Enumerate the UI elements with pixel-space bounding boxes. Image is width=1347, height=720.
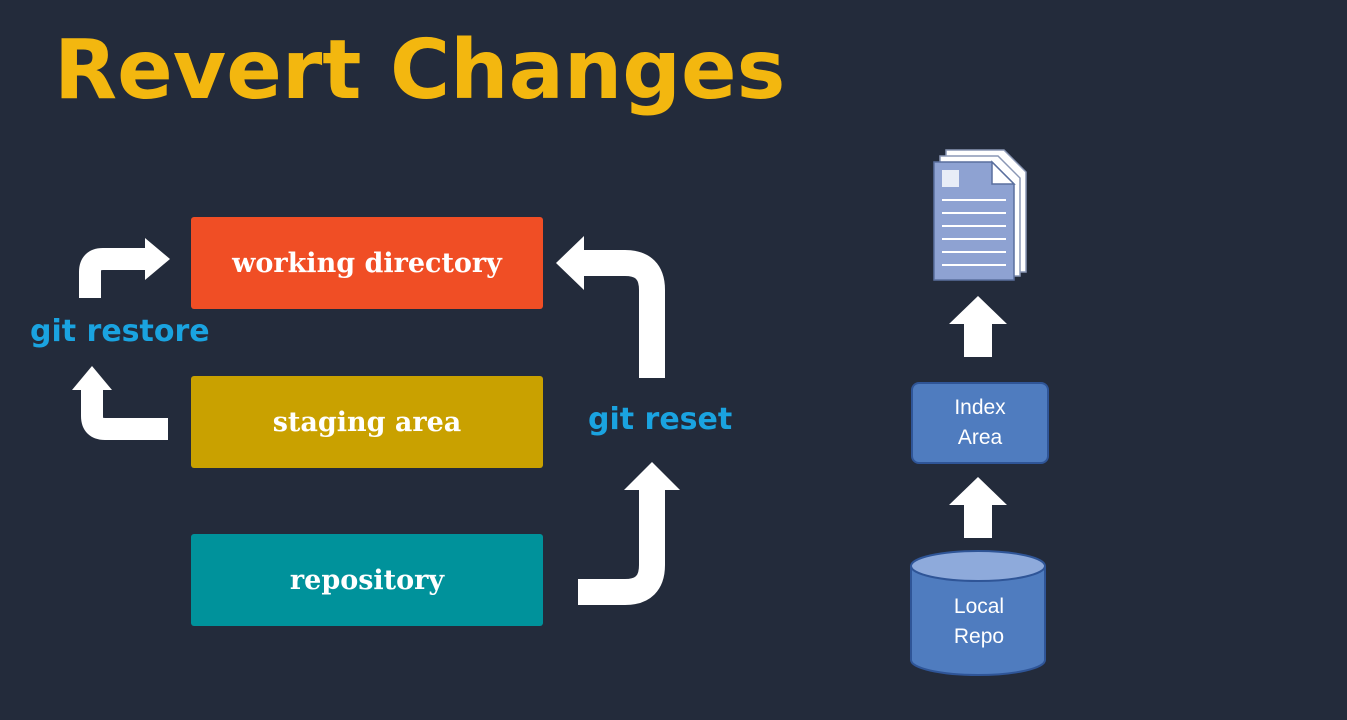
up-arrow-icon xyxy=(949,296,1007,357)
up-arrow-icon xyxy=(949,477,1007,538)
local-repo-line1: Local xyxy=(953,595,1005,618)
staging-area-box: staging area xyxy=(191,376,543,468)
git-reset-label: git reset xyxy=(588,402,733,437)
index-area-line2: Area xyxy=(957,426,1003,449)
document-stack-icon xyxy=(933,149,1027,281)
working-directory-box: working directory xyxy=(191,217,543,309)
staging-area-label: staging area xyxy=(272,406,462,438)
database-icon xyxy=(910,550,1046,676)
working-directory-label: working directory xyxy=(232,247,502,279)
reset-upper-arrow-icon xyxy=(556,236,665,378)
reset-lower-arrow-icon xyxy=(578,462,680,605)
repository-label: repository xyxy=(289,564,445,596)
index-area-line1: Index xyxy=(954,396,1006,419)
index-area-node: Index Area xyxy=(911,382,1049,464)
repository-box: repository xyxy=(191,534,543,626)
git-restore-label: git restore xyxy=(30,314,210,349)
local-repo-node: Local Repo xyxy=(911,592,1047,652)
slide-title: Revert Changes xyxy=(54,23,786,118)
restore-up-arrow-icon xyxy=(79,238,170,298)
local-repo-line2: Repo xyxy=(953,625,1005,648)
restore-return-arrow-icon xyxy=(72,366,168,440)
